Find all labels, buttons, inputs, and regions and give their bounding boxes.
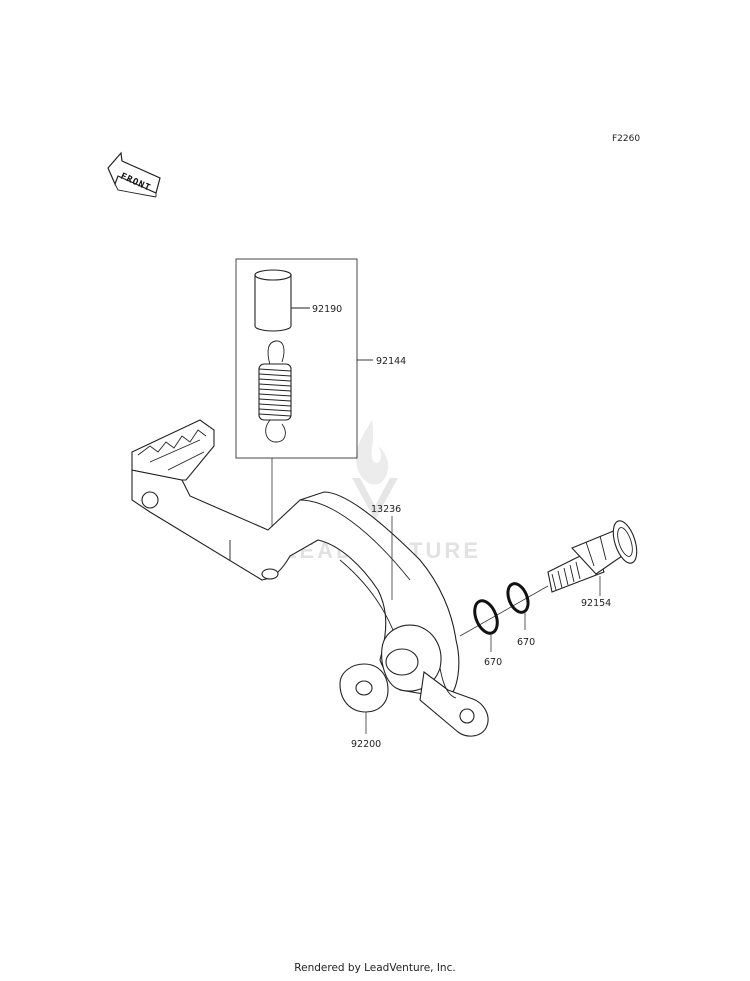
spring-part: [258, 340, 373, 443]
footer-credit: Rendered by LeadVenture, Inc.: [294, 962, 456, 974]
front-arrow: FRONT: [107, 151, 161, 198]
label-collar: 92190: [312, 304, 342, 315]
diagram-code: F2260: [612, 134, 640, 144]
bolt-part: [459, 520, 638, 637]
oring-inner-part: [473, 599, 499, 635]
label-bolt: 92154: [581, 598, 611, 609]
brake-pedal-part: [131, 419, 489, 737]
label-washer: 92200: [351, 739, 381, 750]
spring-kit-box: [235, 258, 358, 459]
label-spring: 92144: [376, 356, 406, 367]
label-pedal: 13236: [371, 504, 401, 515]
label-oring-outer: 670: [517, 637, 535, 648]
collar-part: [254, 269, 310, 332]
oring-outer-part: [506, 582, 530, 614]
washer-part: [339, 663, 389, 713]
label-oring-inner: 670: [484, 657, 502, 668]
watermark-flame-icon: [355, 420, 389, 485]
watermark-v-icon: [352, 478, 398, 520]
front-arrow-icon: [107, 151, 161, 194]
